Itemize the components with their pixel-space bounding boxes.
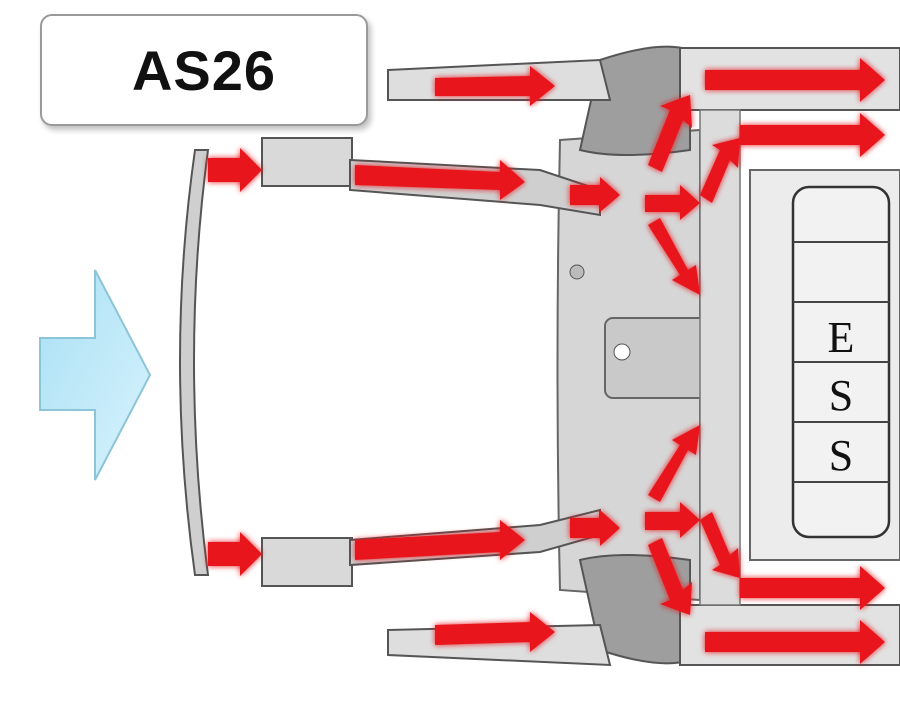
arrow-icon [705,58,885,102]
arrow-icon [700,512,740,578]
arrow-icon [740,566,885,610]
load-path-arrows [208,58,885,664]
arrow-icon [208,148,262,192]
battery-pack-ess: E S S [749,169,900,561]
arrow-icon [355,160,525,200]
test-label: AS26 [131,38,277,102]
arrow-icon [648,95,692,172]
test-label-box: AS26 [40,14,368,126]
arrow-icon [208,532,262,576]
ess-letter-s2: S [829,431,853,480]
arrow-icon [435,66,555,106]
arrow-icon [648,538,692,615]
arrow-icon [570,510,620,546]
arrow-icon [435,612,555,652]
arrow-icon [700,138,740,203]
arrow-icon [645,502,700,538]
arrow-icon [570,177,620,212]
impact-arrow-icon [39,269,152,481]
bumper-beam [179,149,210,576]
arrow-icon [705,620,885,664]
arrow-icon [648,425,700,502]
ess-letter-e: E [828,313,855,362]
arrow-icon [645,185,700,220]
ess-letter-s1: S [829,371,853,420]
arrow-icon [355,520,525,560]
arrow-icon [648,218,700,295]
arrow-icon [740,113,885,157]
